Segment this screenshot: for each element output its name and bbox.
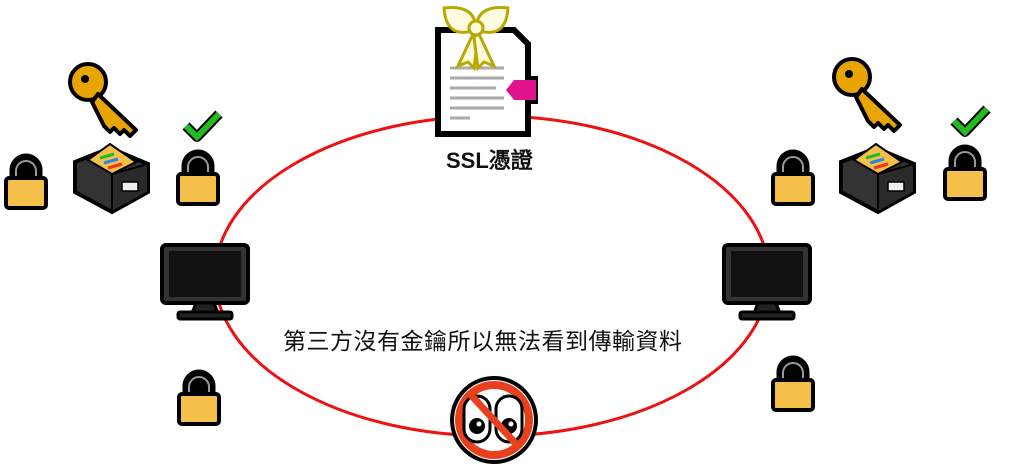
diagram-caption: 第三方沒有金鑰所以無法看到傳輸資料 [283,329,683,355]
padlock-icon [773,358,813,410]
file-box-icon [73,142,150,214]
padlock-icon [179,372,219,424]
no-eyes-icon [450,376,538,464]
monitor-icon [722,243,812,321]
padlock-icon [773,152,813,204]
file-box-icon [839,142,916,214]
checkmark-icon [186,114,219,137]
padlock-icon [945,147,985,199]
certificate-icon [435,5,538,137]
monitor-icon [160,243,250,321]
padlock-icon [6,156,46,208]
certificate-label: SSL憑證 [446,148,533,173]
key-icon [68,62,138,138]
padlock-icon [178,152,218,204]
checkmark-icon [954,109,987,132]
key-icon [832,57,902,133]
